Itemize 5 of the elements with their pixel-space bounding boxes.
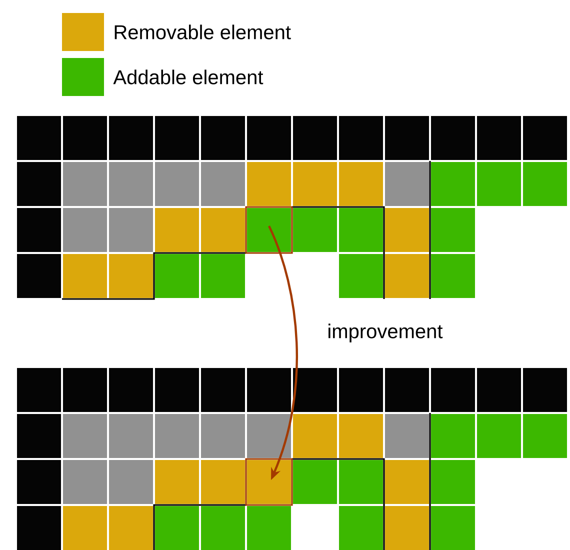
legend-label: Removable element: [114, 24, 291, 40]
highlighted-cell: [245, 458, 293, 506]
highlighted-cell: [245, 206, 293, 254]
legend-label: Addable element: [113, 70, 264, 84]
edge-label: improvement: [326, 322, 444, 344]
